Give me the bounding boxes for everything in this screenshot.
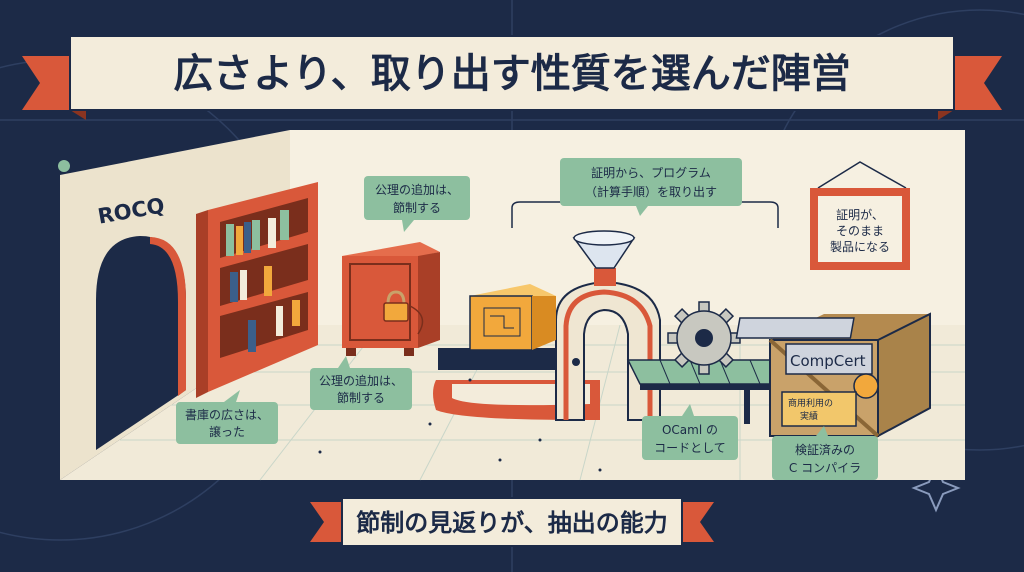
safe — [342, 242, 440, 356]
callout-library-line-2: 譲った — [209, 424, 245, 439]
callout-safe-top: 公理の追加は、 節制する — [364, 176, 470, 232]
sparkle-icon — [911, 463, 961, 513]
callout-ocaml-line-1: OCaml の — [662, 423, 718, 437]
proof-cube — [469, 284, 556, 351]
callout-extraction-line-1: 証明から、プログラム — [591, 166, 711, 180]
callout-compiler: 検証済みの C コンパイラ — [772, 426, 878, 480]
callout-safe-floor: 公理の追加は、 節制する — [310, 356, 412, 410]
frame-line-1: 証明が、 — [836, 207, 884, 222]
frame-line-2: そのまま — [836, 224, 884, 238]
callout-extraction-line-2: （計算手順）を取り出す — [585, 184, 717, 199]
callout-library-line-1: 書庫の広さは、 — [185, 408, 269, 422]
callout-ocaml: OCaml の コードとして — [642, 404, 738, 460]
decor-dot-left — [58, 160, 70, 172]
padlock-icon — [386, 290, 406, 305]
arch-doorway — [96, 236, 186, 450]
callout-compiler-line-2: C コンパイラ — [789, 461, 861, 475]
bookshelf — [196, 182, 318, 398]
callout-extraction: 証明から、プログラム （計算手順）を取り出す — [560, 158, 742, 216]
callout-library: 書庫の広さは、 譲った — [176, 390, 278, 444]
crate-tag — [781, 391, 857, 427]
gear-icon — [667, 301, 741, 375]
callout-ocaml-line-2: コードとして — [654, 441, 726, 455]
title-ribbon: 広さより、取り出す性質を選んだ陣営 — [22, 35, 1002, 120]
crate-seal — [853, 373, 879, 399]
footer-caption: 節制の見返りが、抽出の能力 — [356, 509, 668, 537]
crate-tag-line-1: 商用利用の — [788, 397, 833, 409]
crate-brand: CompCert — [790, 352, 866, 370]
callout-compiler-line-1: 検証済みの — [795, 442, 855, 457]
callout-safe-top-line-2: 節制する — [393, 200, 441, 215]
crate-tag-line-2: 実績 — [800, 410, 818, 422]
compcert-crate: CompCert 商用利用の 実績 — [735, 312, 931, 438]
extraction-machine — [433, 230, 661, 421]
callout-safe-top-line-1: 公理の追加は、 — [375, 182, 459, 197]
arch-frame — [150, 237, 186, 396]
floor-sparkles — [318, 378, 602, 472]
page-title: 広さより、取り出す性質を選んだ陣営 — [173, 51, 851, 97]
frame-line-3: 製品になる — [830, 240, 890, 254]
wall-frame: 証明が、 そのまま 製品になる — [810, 161, 910, 270]
footer-ribbon: 節制の見返りが、抽出の能力 — [310, 497, 714, 547]
callout-safe-floor-line-2: 節制する — [337, 390, 385, 405]
callout-safe-floor-line-1: 公理の追加は、 — [319, 373, 403, 388]
